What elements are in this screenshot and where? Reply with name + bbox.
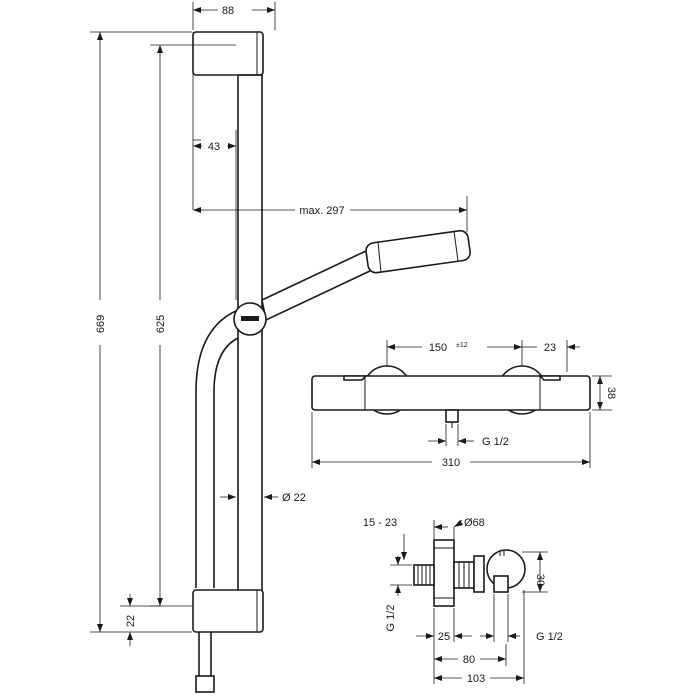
- rail-bottom-bracket: [192, 589, 264, 633]
- dim-rail-height-label: 625: [155, 315, 167, 333]
- hose-end-nut: [195, 675, 215, 693]
- dim-total-depth-label: 103: [467, 673, 485, 685]
- dim-width-label: 88: [222, 5, 234, 17]
- dim-outlet-thread-label: G 1/2: [482, 436, 509, 448]
- connector-detail: 15 - 23 Ø68 30 G 1/2 25 G 1/2 80 103: [363, 517, 563, 685]
- dim-rail-diameter-label: Ø 22: [282, 492, 306, 504]
- dim-length-label: 310: [442, 457, 460, 469]
- dim-thermostat-height-label: 38: [605, 387, 617, 399]
- thermostat-dimensions: [311, 340, 612, 468]
- shower-hose: [195, 309, 239, 684]
- thermostat: 150 ±12 23 38 G 1/2 310: [311, 340, 617, 469]
- dim-wall-range-label: 15 - 23: [363, 517, 397, 529]
- dim-spacing-label: 150: [429, 342, 447, 354]
- hand-shower: [261, 229, 471, 322]
- dim-bottom-offset-label: 22: [125, 615, 137, 627]
- rail-top-bracket: [192, 31, 264, 76]
- dim-flange-diameter-label: Ø68: [464, 517, 485, 529]
- dim-connector-outlet-thread-label: G 1/2: [536, 631, 563, 643]
- connector-dimensions: [390, 519, 548, 684]
- rail-slider: [233, 302, 267, 336]
- shower-rail-set: 88 43 max. 297 669 625 22 Ø 22: [90, 2, 471, 693]
- rail-dimensions: [90, 2, 468, 646]
- dim-reach-label: max. 297: [299, 205, 344, 217]
- dim-spacing-tolerance-label: ±12: [456, 342, 468, 349]
- dim-mid-depth-label: 80: [463, 654, 475, 666]
- dim-depth-label: 43: [208, 141, 220, 153]
- dim-inlet-thread-label: G 1/2: [385, 605, 397, 632]
- dim-connector-height-label: 30: [534, 574, 546, 586]
- dim-overall-height-label: 669: [95, 315, 107, 333]
- dim-connector-depth-label: 25: [438, 631, 450, 643]
- dim-end-width-label: 23: [544, 342, 556, 354]
